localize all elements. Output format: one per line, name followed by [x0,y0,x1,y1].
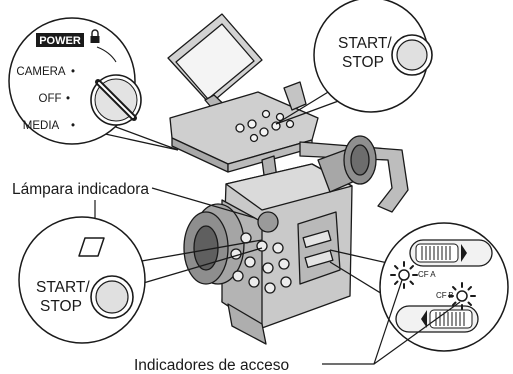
svg-text:•: • [71,66,75,78]
access-leader-line [322,279,461,365]
start-stop-top-line1: START/ [338,35,392,52]
card-slot-callout: CF A CF B [329,222,509,352]
card-slot-b-label: CF B [436,291,454,300]
power-position-camera: CAMERA [16,66,66,78]
power-position-media: MEDIA [23,120,60,132]
power-callout: POWER CAMERA • OFF • MEDIA • [8,17,179,151]
start-stop-bottom-line2: STOP [40,298,82,315]
start-stop-bottom-line1: START/ [36,279,90,296]
lamp-label: Lámpara indicadora [12,181,149,198]
card-slot-a-cover[interactable] [409,239,493,267]
power-position-off: OFF [39,93,62,105]
access-indicator-a-icon [390,261,418,289]
start-stop-button-top[interactable] [391,34,433,76]
start-stop-callout-bottom: START/ STOP [18,216,263,344]
lock-icon [90,29,100,43]
start-stop-button-bottom[interactable] [90,275,134,319]
svg-text:•: • [66,93,70,105]
start-stop-callout-top: START/ STOP [275,0,433,125]
power-switch-dial[interactable] [90,74,142,126]
access-indicators-label: Indicadores de acceso [134,357,289,374]
card-slot-a-label: CF A [418,270,436,279]
indicator-lamp-icon [78,237,105,257]
start-stop-top-line2: STOP [342,54,384,71]
access-indicator-b-icon [448,282,476,310]
power-label: POWER [39,35,81,47]
lock-arc [96,46,117,63]
svg-text:•: • [71,120,75,132]
lamp-leader-line [151,187,256,219]
power-label-badge [36,33,84,47]
camera-illustration [167,13,409,345]
